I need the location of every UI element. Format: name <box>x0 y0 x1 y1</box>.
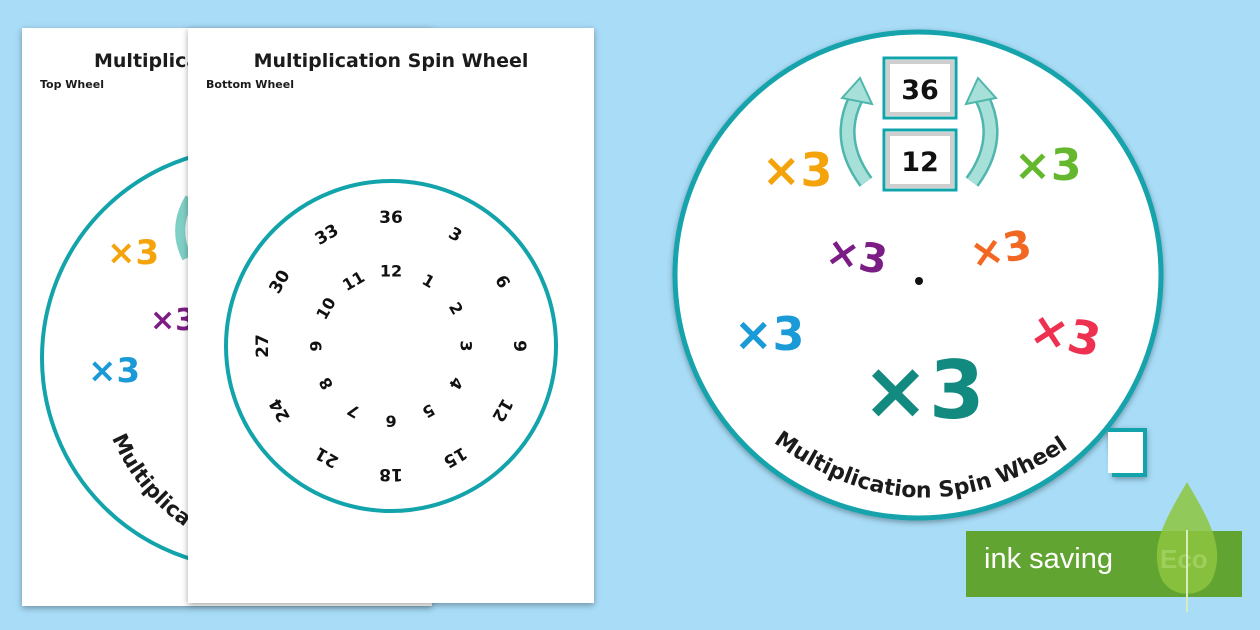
curved-wheel-label: Multiplication Spin Wheel <box>770 427 1072 504</box>
ring-number: 3 <box>457 340 476 351</box>
multiplier-label: ×3 <box>967 222 1035 278</box>
multiplier-label: ×3 <box>822 228 890 284</box>
times-label: ×3 <box>107 233 159 273</box>
eco-badge-tag: Eco <box>1160 544 1208 574</box>
eco-badge-text: ink saving <box>984 543 1113 575</box>
sheet-subtitle: Bottom Wheel <box>206 78 294 91</box>
times-label: ×3 <box>88 351 140 391</box>
right-arrow-icon <box>964 76 999 187</box>
ring-number: 18 <box>379 464 403 484</box>
center-pin <box>915 277 923 285</box>
wheel-tab-outline <box>1108 428 1147 477</box>
ring-number: 6 <box>385 412 396 431</box>
ring-number: 27 <box>253 334 273 358</box>
question-window-inner <box>886 132 954 188</box>
wheel-rim <box>672 29 1164 521</box>
arrow-icon <box>175 195 195 261</box>
bottom-wheel-rim <box>224 179 558 513</box>
center-multiplier: ×3 <box>862 344 985 437</box>
wheel-tab <box>1107 428 1147 477</box>
answer-value: 36 <box>901 75 939 106</box>
multiplier-label: ×3 <box>1025 300 1105 367</box>
bottom-wheel-sheet: Multiplication Spin Wheel Bottom Wheel 3… <box>188 28 594 603</box>
question-value: 12 <box>901 147 939 178</box>
sheet-subtitle: Top Wheel <box>40 78 104 91</box>
ring-number: 36 <box>379 208 403 228</box>
eco-badge: ink saving Eco <box>966 531 1242 597</box>
ring-number: 12 <box>380 262 402 281</box>
answer-window <box>882 56 958 120</box>
ring-number: 9 <box>509 340 529 352</box>
wheel-tab-fill <box>1108 432 1140 473</box>
multiplier-label: ×3 <box>762 143 833 197</box>
question-window <box>882 128 958 192</box>
multiplier-label: ×3 <box>734 307 805 361</box>
ring-number: 9 <box>307 340 326 351</box>
answer-window-inner <box>886 60 954 116</box>
multiplier-label: ×3 <box>1014 140 1081 191</box>
sheet-title: Multiplication Spin Wheel <box>253 50 529 72</box>
left-arrow-icon <box>839 76 874 187</box>
